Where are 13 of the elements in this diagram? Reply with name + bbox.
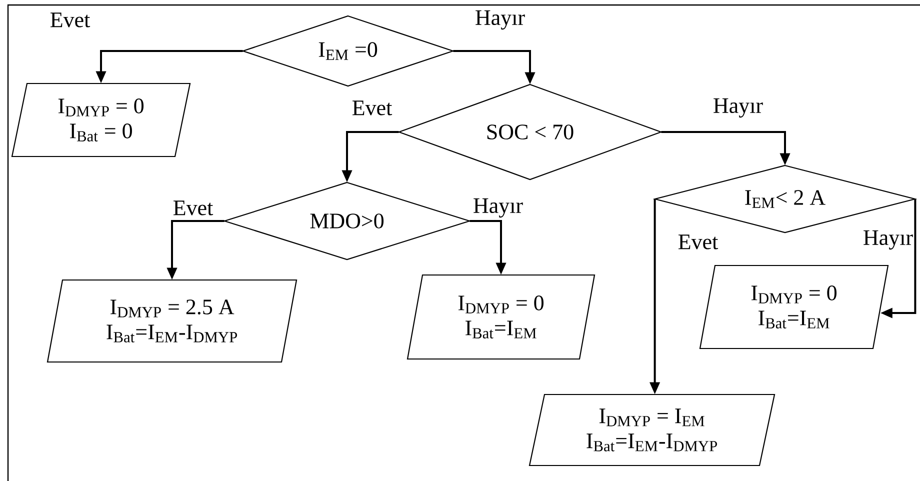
edge-label: Hayır [862,229,914,251]
output-box: I$_{DMYP}$ = I$_{EM}$ I$_{Bat}$=I$_{EM}$-I$_{DMYP}$ [528,394,776,466]
output-box: I$_{DMYP}$ = 0 I$_{Bat}$=I$_{EM}$ [699,264,889,350]
output-box: I$_{DMYP}$ = 0 I$_{Bat}$=I$_{EM}$ [406,274,596,360]
edge-label: Evet [172,200,214,216]
edge-label: Evet [350,100,394,116]
edge-label: Hayır [472,197,524,219]
edge-label: Hayır [712,97,764,119]
edge-label: Evet [676,234,720,250]
edge-label: Hayır [474,9,526,31]
output-box: I$_{DMYP}$ = 0 I$_{Bat}$ = 0 [11,82,191,158]
output-box: I$_{DMYP}$ = 2.5 A I$_{Bat}$=I$_{EM}$-I$_{DMYP}$ [46,279,298,363]
edge-label: Evet [48,12,92,28]
